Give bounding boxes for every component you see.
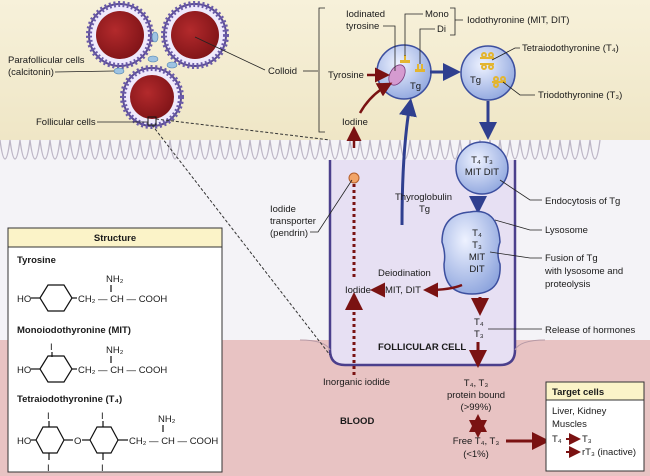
iodinated-tyrosine-label: Iodinated [346, 9, 385, 20]
lysosome-label: Lysosome [545, 225, 588, 236]
mit-iodine: I [50, 342, 53, 353]
target-cells-liver-kidney: Liver, Kidney [552, 406, 607, 417]
mit-structure-name: Monoiodothyronine (MIT) [17, 325, 131, 336]
endocytosis-label: Endocytosis of Tg [545, 196, 620, 207]
released-t3: T₃ [474, 329, 484, 340]
endocytosis-vesicle [455, 141, 509, 195]
blood-label: BLOOD [340, 416, 374, 427]
t4-ho: HO [17, 436, 31, 447]
fusion-label-3: proteolysis [545, 279, 591, 290]
mit-chain: CH₂ — CH — COOH [78, 365, 167, 376]
t4-iodine-3: I [101, 411, 104, 422]
lysosome [441, 210, 501, 295]
lysosome-dit: DIT [469, 264, 485, 275]
t4-iodine-2: I [47, 463, 50, 474]
iodine-label: Iodine [342, 117, 368, 128]
lysosome-t3: T₃ [472, 240, 482, 251]
structure-box: Structure Tyrosine HO CH₂ — CH — COOH NH… [7, 227, 223, 474]
follicular-cells-label: Follicular cells [36, 117, 96, 128]
iodinated-tyrosine-sublabel: tyrosine [346, 21, 379, 32]
t4-structure-name: Tetraiodothyronine (T₄) [17, 394, 122, 405]
t4-iodine-1: I [47, 411, 50, 422]
tyrosine-chain: CH₂ — CH — COOH [78, 294, 167, 305]
parafollicular-sublabel: (calcitonin) [8, 67, 54, 78]
microvilli [0, 139, 601, 160]
fusion-label: Fusion of Tg [545, 253, 598, 264]
target-cells-box: Target cells Liver, Kidney Muscles T₄ T₃… [545, 381, 645, 472]
thyroglobulin-coupled [460, 45, 516, 101]
protein-bound-t4-t3: T₄, T₃ [464, 378, 489, 389]
parafollicular-label: Parafollicular cells [8, 55, 85, 66]
vesicle-t4-t3: T₄ T₃ [471, 155, 493, 166]
thyroglobulin-label: Thyroglobulin [395, 192, 452, 203]
mono-label: Mono [425, 9, 449, 20]
protein-bound-percent: (>99%) [461, 402, 492, 413]
released-t4: T₄ [474, 317, 484, 328]
colloid-label: Colloid [268, 66, 297, 77]
thyroglobulin-secretion-arrow [399, 98, 417, 226]
iodide-label: Iodide [345, 285, 371, 296]
target-t4: T₄ [552, 434, 562, 445]
mit-nh2: NH₂ [106, 345, 124, 356]
t4-oxygen: O [74, 436, 81, 447]
thyroglobulin-tg-label: Tg [419, 204, 430, 215]
lysosome-mit: MIT [469, 252, 486, 263]
iodide-transporter [348, 172, 360, 184]
t4-nh2: NH₂ [158, 414, 176, 425]
deiodination-label: Deiodination [378, 268, 431, 279]
tg-label-2: Tg [470, 75, 481, 86]
t4-t3-shapes [480, 52, 506, 88]
iodothyronine-label: Iodothyronine (MIT, DIT) [467, 15, 569, 26]
target-t3: T₃ [582, 434, 592, 445]
tetraiodothyronine-label: Tetraiodothyronine (T₄) [522, 43, 619, 54]
free-t4-t3: Free T₄, T₃ [453, 436, 500, 447]
release-label: Release of hormones [545, 325, 636, 336]
mit-ho: HO [17, 365, 31, 376]
follicular-cell [328, 160, 517, 367]
tyrosine-label: Tyrosine [328, 70, 364, 81]
lysosome-t4: T₄ [472, 228, 482, 239]
tyrosine-structure-name: Tyrosine [17, 255, 56, 266]
target-rt3: rT₃ (inactive) [582, 447, 636, 458]
colloid-bracket [318, 7, 325, 133]
vesicle-mit-dit: MIT DIT [465, 167, 499, 178]
free-percent: (<1%) [463, 449, 489, 460]
t4-iodine-4: I [101, 463, 104, 474]
t4-chain: CH₂ — CH — COOH [129, 436, 218, 447]
protein-bound-label: protein bound [447, 390, 505, 401]
iodide-transporter-label-2: transporter [270, 216, 316, 227]
tyrosine-ho: HO [17, 294, 31, 305]
tyrosine-nh2: NH₂ [106, 274, 124, 285]
iodide-transporter-label: Iodide [270, 204, 296, 215]
iodide-transporter-label-3: (pendrin) [270, 228, 308, 239]
inorganic-iodide-label: Inorganic iodide [323, 377, 390, 388]
follicular-cell-label: FOLLICULAR CELL [378, 342, 466, 353]
target-cells-title: Target cells [552, 387, 604, 398]
triiodothyronine-label: Triodothyronine (T₃) [538, 90, 622, 101]
tg-label-1: Tg [410, 81, 421, 92]
target-cells-muscles: Muscles [552, 419, 587, 430]
di-label: Di [437, 24, 446, 35]
fusion-label-2: with lysosome and [544, 266, 623, 277]
follicles [86, 1, 229, 129]
mit-dit-label: MIT, DIT [385, 285, 421, 296]
structure-title: Structure [94, 233, 136, 244]
